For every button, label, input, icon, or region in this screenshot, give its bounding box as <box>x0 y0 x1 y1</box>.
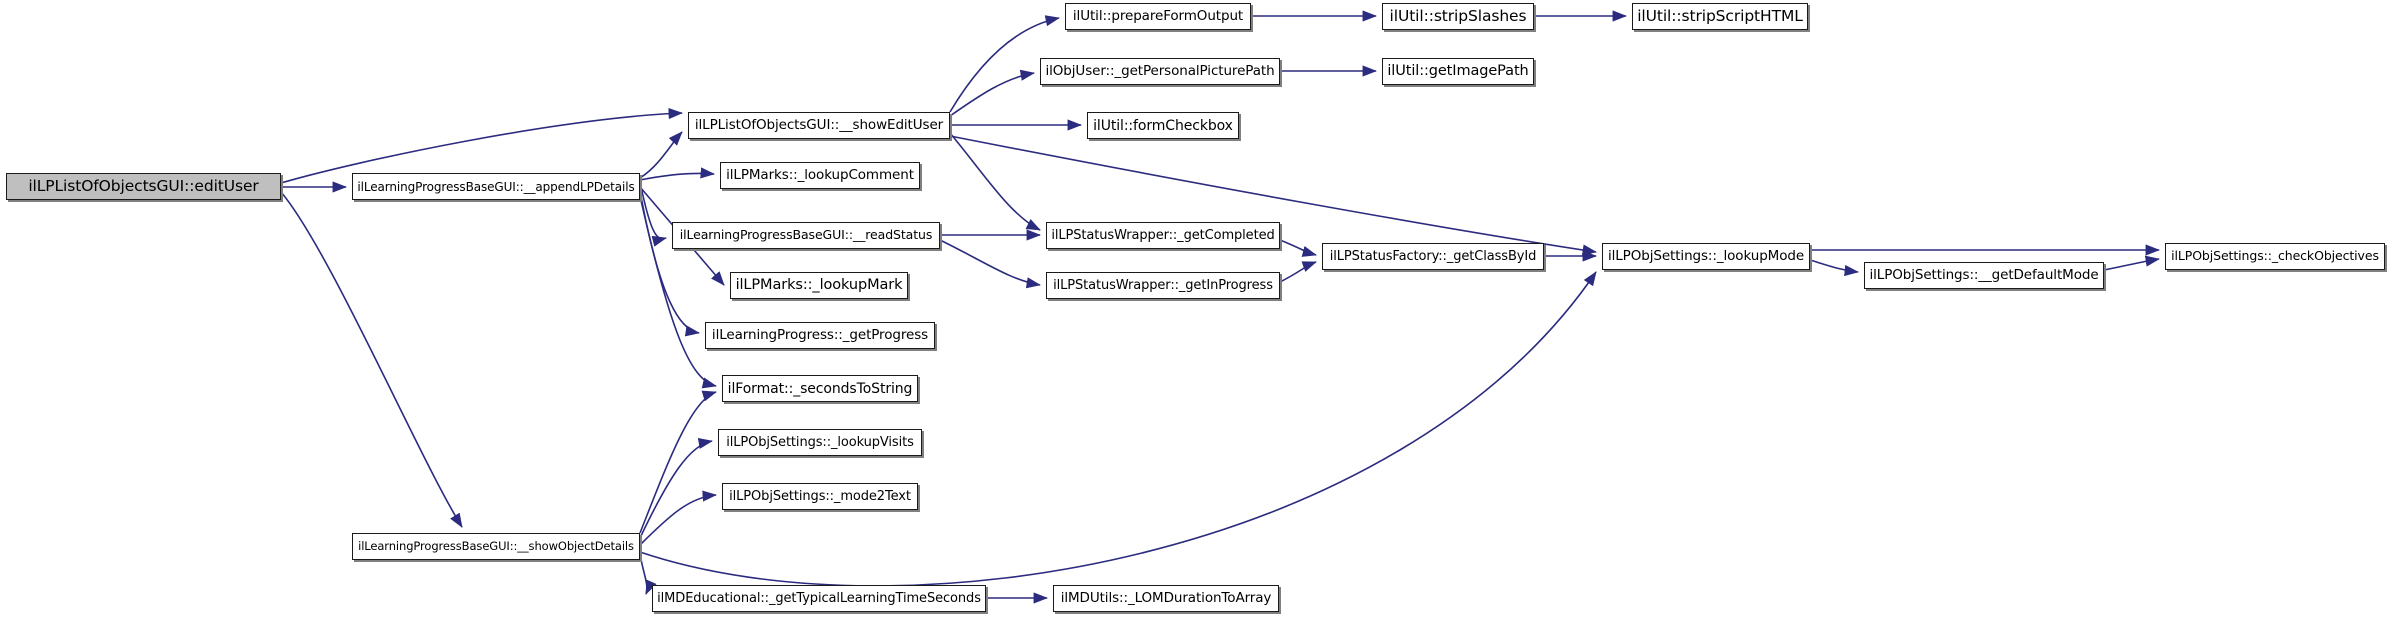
call-edge <box>1809 259 1859 277</box>
call-edge <box>639 190 700 337</box>
graph-node-lookupComment[interactable]: ilLPMarks::_lookupComment <box>720 162 920 189</box>
graph-node-label: ilLPStatusWrapper::_getInProgress <box>1053 278 1273 293</box>
graph-node-showObjectDetails[interactable]: ilLearningProgressBaseGUI::__showObjectD… <box>352 533 640 560</box>
call-edge <box>639 437 713 539</box>
graph-node-label: ilLearningProgress::_getProgress <box>711 326 929 343</box>
graph-node-label: ilUtil::stripSlashes <box>1389 6 1527 25</box>
graph-node-label: ilLPObjSettings::__getDefaultMode <box>1869 266 2099 283</box>
graph-node-getProgress[interactable]: ilLearningProgress::_getProgress <box>705 322 935 349</box>
graph-node-label: ilUtil::stripScriptHTML <box>1637 6 1803 25</box>
graph-node-getCompleted[interactable]: ilLPStatusWrapper::_getCompleted <box>1046 222 1280 249</box>
graph-node-lookupMode[interactable]: ilLPObjSettings::_lookupMode <box>1602 243 1810 270</box>
call-edge <box>949 132 1041 231</box>
graph-node-label: ilLearningProgressBaseGUI::__appendLPDet… <box>357 179 635 194</box>
graph-node-checkObjectives[interactable]: ilLPObjSettings::_checkObjectives <box>2165 243 2385 270</box>
graph-node-readStatus[interactable]: ilLearningProgressBaseGUI::__readStatus <box>672 222 940 249</box>
graph-node-appendLPDetails[interactable]: ilLearningProgressBaseGUI::__appendLPDet… <box>352 173 640 200</box>
graph-node-label: ilLPStatusFactory::_getClassById <box>1329 249 1537 264</box>
call-edge <box>639 167 715 181</box>
graph-node-label: ilLPObjSettings::_lookupMode <box>1607 247 1805 264</box>
graph-node-label: ilLPMarks::_lookupMark <box>735 277 903 294</box>
call-edge <box>1279 239 1317 257</box>
graph-node-label: ilMDEducational::_getTypicalLearningTime… <box>657 591 981 606</box>
call-edge <box>639 131 683 179</box>
graph-node-stripScriptHTML[interactable]: ilUtil::stripScriptHTML <box>1632 3 1808 30</box>
call-edge <box>639 549 657 595</box>
graph-node-stripSlashes[interactable]: ilUtil::stripSlashes <box>1382 3 1534 30</box>
graph-node-editUser[interactable]: ilLPListOfObjectsGUI::editUser <box>6 173 281 200</box>
graph-node-label: ilLPObjSettings::_lookupVisits <box>726 435 914 450</box>
graph-node-lookupVisits[interactable]: ilLPObjSettings::_lookupVisits <box>718 429 922 456</box>
graph-node-label: ilUtil::prepareFormOutput <box>1072 7 1244 24</box>
graph-node-label: ilLearningProgressBaseGUI::__showObjectD… <box>358 538 634 553</box>
graph-node-label: ilMDUtils::_LOMDurationToArray <box>1060 589 1272 606</box>
graph-node-formCheckbox[interactable]: ilUtil::formCheckbox <box>1087 112 1239 139</box>
graph-node-showEditUser[interactable]: ilLPListOfObjectsGUI::__showEditUser <box>688 112 950 139</box>
call-edge <box>639 490 717 546</box>
graph-node-label: ilLPStatusWrapper::_getCompleted <box>1051 228 1275 243</box>
call-edge <box>280 191 463 528</box>
graph-node-label: ilUtil::formCheckbox <box>1093 117 1233 134</box>
graph-node-secondsToString[interactable]: ilFormat::_secondsToString <box>722 375 918 402</box>
graph-node-getTypicalLearningTime[interactable]: ilMDEducational::_getTypicalLearningTime… <box>652 585 986 612</box>
call-edge <box>639 181 667 247</box>
graph-node-label: ilLPObjSettings::_mode2Text <box>729 489 911 504</box>
graph-node-label: ilLPMarks::_lookupComment <box>726 166 914 183</box>
call-edge <box>2103 255 2160 271</box>
graph-node-getPersonalPicturePath[interactable]: ilObjUser::_getPersonalPicturePath <box>1040 58 1280 85</box>
graph-node-label: ilLPObjSettings::_checkObjectives <box>2171 248 2379 264</box>
graph-node-mode2Text[interactable]: ilLPObjSettings::_mode2Text <box>722 483 918 510</box>
graph-node-label: ilLPListOfObjectsGUI::__showEditUser <box>694 116 944 133</box>
graph-node-label: ilLearningProgressBaseGUI::__readStatus <box>679 227 933 243</box>
call-edge <box>639 390 717 534</box>
call-edge <box>1279 261 1317 283</box>
graph-node-getImagePath[interactable]: ilUtil::getImagePath <box>1382 58 1534 85</box>
graph-node-getClassById[interactable]: ilLPStatusFactory::_getClassById <box>1322 243 1544 270</box>
graph-node-label: ilObjUser::_getPersonalPicturePath <box>1045 62 1275 79</box>
graph-node-label: ilUtil::getImagePath <box>1387 63 1529 80</box>
graph-node-getDefaultMode[interactable]: ilLPObjSettings::__getDefaultMode <box>1864 262 2104 289</box>
graph-node-getInProgress[interactable]: ilLPStatusWrapper::_getInProgress <box>1046 272 1280 299</box>
edge-group <box>280 10 2160 604</box>
graph-node-label: ilFormat::_secondsToString <box>727 380 913 397</box>
graph-node-label: ilLPListOfObjectsGUI::editUser <box>28 176 259 195</box>
graph-node-prepareFormOutput[interactable]: ilUtil::prepareFormOutput <box>1065 3 1251 30</box>
call-edge <box>939 239 1041 289</box>
graph-node-LOMDurationToArray[interactable]: ilMDUtils::_LOMDurationToArray <box>1053 585 1279 612</box>
graph-node-lookupMark[interactable]: ilLPMarks::_lookupMark <box>730 272 908 299</box>
call-edge <box>949 69 1035 117</box>
